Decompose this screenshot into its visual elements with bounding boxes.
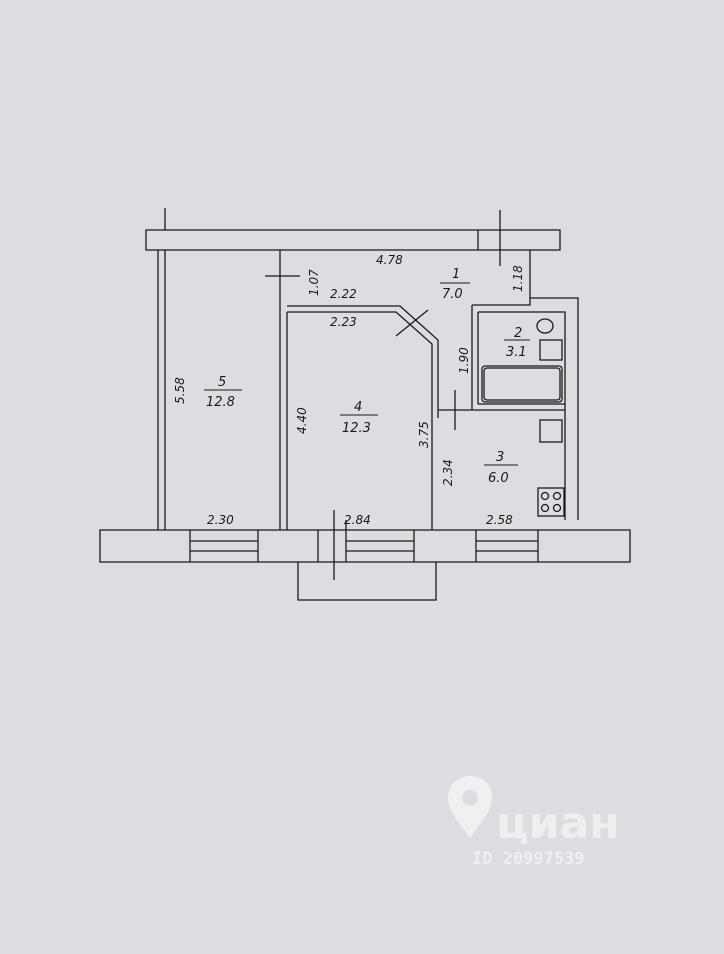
walls (99, 208, 631, 601)
room-2-number: 2 (514, 326, 522, 341)
dim-room4-left-height: 4.40 (295, 407, 309, 434)
dim-bottom-room5: 2.30 (207, 513, 234, 527)
dim-room4-right-height: 3.75 (417, 421, 431, 448)
dim-corridor-width: 2.22 (330, 287, 357, 301)
dim-bottom-kitchen: 2.58 (486, 513, 513, 527)
dim-bath-top-depth: 1.18 (511, 265, 525, 292)
room4-top-wall-outer (287, 305, 439, 418)
stove-burner-4 (552, 503, 562, 513)
toilet (536, 318, 554, 334)
watermark-pin-icon (448, 776, 492, 838)
room-5-number: 5 (218, 375, 226, 390)
stove-burner-3 (540, 503, 550, 513)
room-5-area: 12.8 (206, 395, 235, 410)
dim-room4-top: 2.23 (330, 315, 357, 329)
dimension-labels: 4.78 1.07 2.22 2.23 1.18 1.90 5.58 4.40 … (173, 253, 525, 527)
stove (537, 487, 565, 517)
dim-bottom-room4: 2.84 (344, 513, 371, 527)
room-3-area: 6.0 (488, 471, 509, 486)
kitchen-sink (539, 419, 563, 443)
room4-door-leaf (395, 309, 429, 337)
room-label-text: 1 7.0 2 3.1 3 6.0 4 12.3 5 12.8 (206, 267, 527, 486)
dim-top-width: 4.78 (376, 253, 403, 267)
room4-top-wall-inner (287, 311, 433, 530)
watermark-id: ID 20997539 (472, 849, 585, 869)
room-4-area: 12.3 (342, 421, 371, 436)
bathtub-inner (483, 367, 561, 401)
room-1-number: 1 (452, 267, 460, 282)
room-3-number: 3 (496, 450, 504, 465)
stove-burner-2 (552, 491, 562, 501)
window-kitchen (475, 530, 539, 562)
dim-room5-height: 5.58 (173, 377, 187, 404)
room-1-area: 7.0 (442, 287, 463, 302)
dim-bath-height: 1.90 (457, 347, 471, 374)
room-labels (204, 282, 530, 466)
bathroom-inner-wall (478, 311, 566, 520)
room-2-area: 3.1 (506, 345, 527, 360)
window-room5 (189, 530, 259, 562)
room-4-number: 4 (354, 400, 362, 415)
watermark-brand: циан (496, 798, 620, 849)
window-room4 (317, 530, 415, 562)
top-wall (145, 229, 561, 251)
stove-burner-1 (540, 491, 550, 501)
watermark: циан ID 20997539 (448, 776, 620, 869)
balcony (297, 562, 437, 601)
bottom-wall (99, 529, 631, 563)
dim-corridor-depth: 1.07 (307, 269, 321, 296)
bathroom-sink (539, 339, 563, 361)
bathtub (481, 365, 563, 403)
dim-kitchen-height: 2.34 (441, 459, 455, 486)
